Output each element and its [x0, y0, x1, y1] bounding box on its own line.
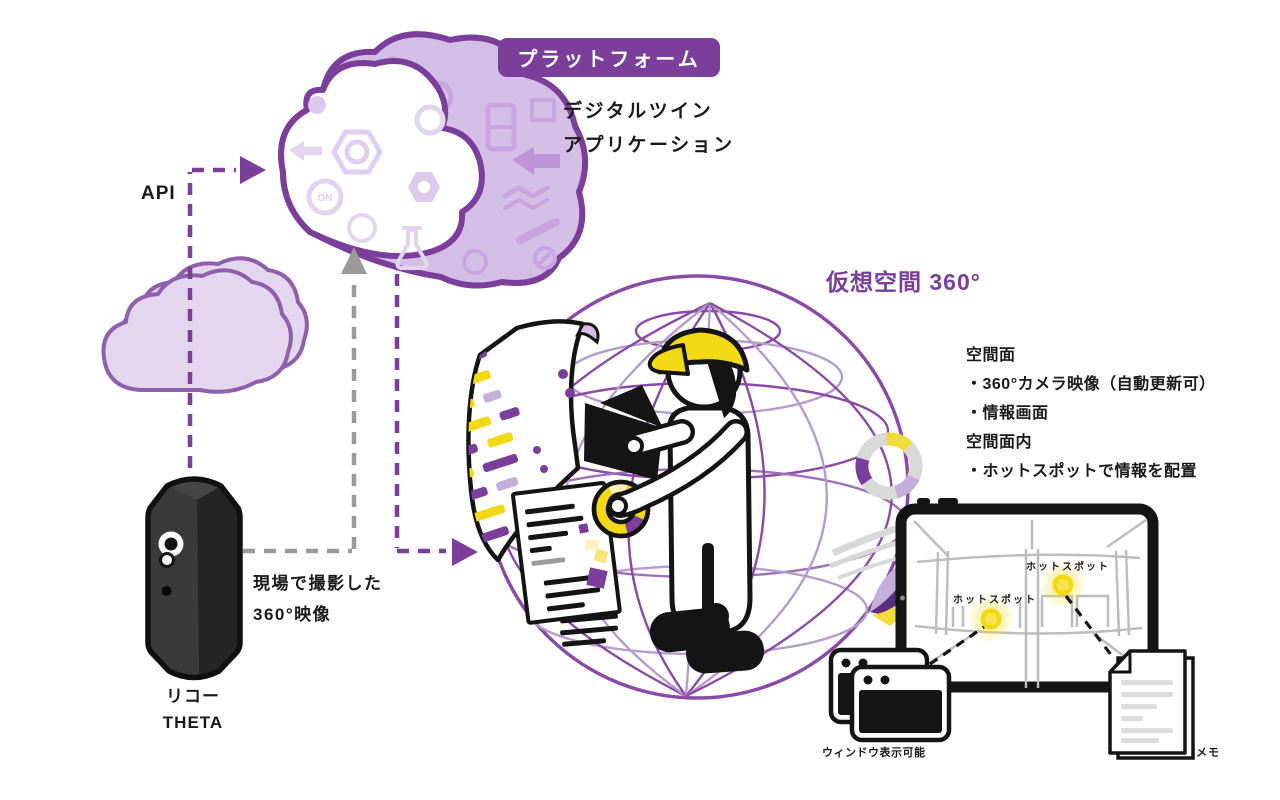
tablet-button [917, 498, 930, 505]
app-caption-line2: アプリケーション [563, 135, 735, 156]
cloud-on-label: ON [318, 193, 333, 204]
cloud-icon [101, 256, 309, 394]
virtual-space-title: 仮想空間 360° [826, 269, 981, 295]
api-dashed-arrow [187, 167, 236, 468]
image-to-space-dashed-arrow [394, 274, 446, 554]
note-line: ・ホットスポットで情報を配置 [966, 463, 1198, 480]
note-line: ・情報画面 [966, 405, 1049, 422]
windows-icon [828, 647, 952, 743]
upload-dashed-arrow [243, 278, 357, 554]
to-globe-arrowhead-icon [452, 538, 478, 566]
sheet-curl [575, 322, 600, 345]
note-line: 空間面内 [966, 434, 1033, 451]
windows-caption: ウィンドウ表示可能 [822, 747, 926, 759]
hat-brim [647, 343, 690, 376]
platform-badge: プラットフォーム [498, 38, 720, 77]
api-arrowhead-icon [240, 156, 266, 184]
hotspot-label-lower: ホットスポット [953, 595, 1037, 606]
handheld-screen [584, 403, 663, 480]
tablet-button [938, 498, 958, 505]
camera-name-line1: リコー [166, 687, 220, 706]
camera-name: リコー THETA [145, 684, 241, 736]
camera-name-line2: THETA [162, 713, 224, 732]
tablet-camera-icon [900, 595, 905, 601]
memo-caption: メモ [1196, 747, 1220, 759]
capture-caption-line2: 360°映像 [253, 605, 332, 624]
note-line: 空間面 [966, 347, 1016, 364]
note-line: ・360°カメラ映像（自動更新可） [966, 376, 1216, 393]
tablet-screen [913, 518, 1150, 688]
upload-arrowhead-icon [341, 247, 367, 274]
cloud-front-icons: ON [289, 96, 446, 270]
theta-camera-illustration [145, 476, 243, 681]
confetti [560, 523, 618, 647]
memo-icon [1108, 649, 1195, 760]
hotspot-label-upper: ホットスポット [1026, 562, 1110, 573]
back-shoe [685, 630, 765, 674]
worker-figure [584, 327, 765, 674]
hotspot-callout-lines [929, 595, 1114, 666]
document-sheet [511, 480, 622, 625]
virtual-space-notes: 空間面 ・360°カメラ映像（自動更新可） ・情報画面 空間面内 ・ホットスポッ… [966, 341, 1216, 486]
api-label: API [141, 183, 176, 204]
capture-caption-line1: 現場で撮影した [253, 574, 383, 593]
platform-cloud-illustration: ON [278, 31, 589, 289]
platform-badge-label: プラットフォーム [517, 49, 701, 71]
app-caption-line1: デジタルツイン [563, 101, 714, 122]
